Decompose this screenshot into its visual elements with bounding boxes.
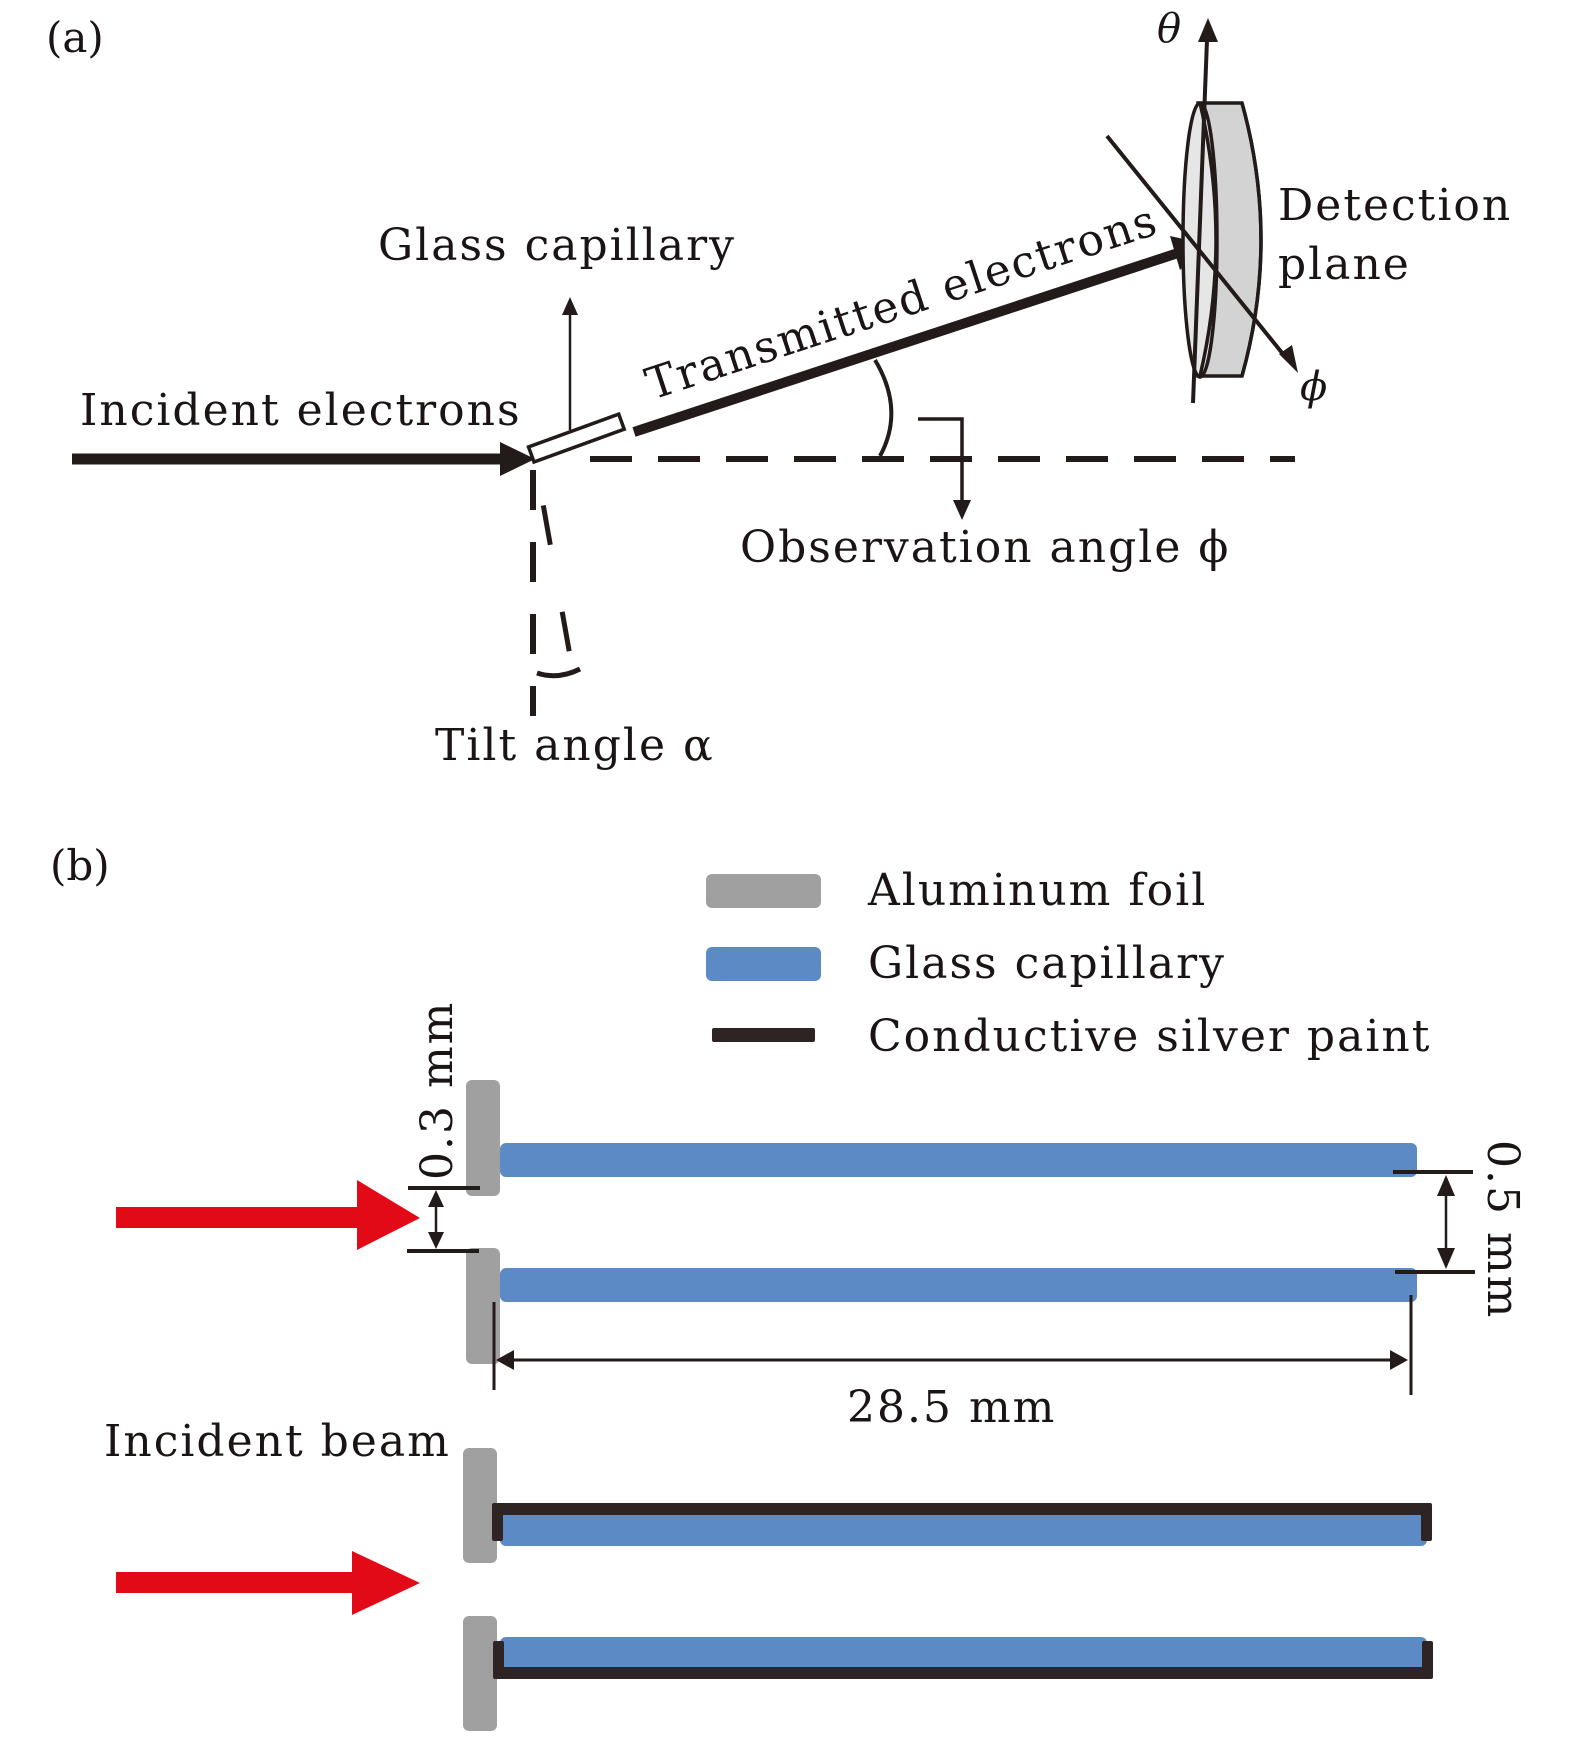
inlet-gap-label: 0.3 mm [412,1001,463,1180]
capillary-with-paint [463,1448,1433,1731]
panel-b-label: (b) [50,841,110,890]
glass-capillary-label: Glass capillary [378,220,736,271]
capillary-without-paint [466,1080,1417,1364]
glass-capillary-wall-lower-painted [500,1637,1427,1670]
legend: Aluminum foil Glass capillary Conductive… [706,865,1431,1062]
legend-label-glass-capillary: Glass capillary [868,938,1226,989]
tilt-angle-label: Tilt angle α [435,720,715,771]
observation-angle-pointer [918,417,971,520]
legend-label-silver-paint: Conductive silver paint [868,1011,1431,1062]
incident-beam-label: Incident beam [104,1416,451,1467]
inlet-gap-dimension [407,1186,480,1253]
capillary-length-dimension [492,1295,1413,1395]
legend-swatch-aluminum-foil [706,874,821,908]
phi-axis-label: ϕ [1300,364,1327,410]
detection-plane-icon [1181,101,1263,379]
incident-beam-arrow-lower [116,1551,420,1615]
bore-diameter-label: 0.5 mm [1477,1140,1528,1319]
glass-capillary-wall-upper-painted [500,1513,1427,1546]
silver-paint-upper [500,1503,1426,1515]
legend-swatch-glass-capillary [706,947,821,981]
detection-plane-label-line1: Detection [1278,180,1512,231]
detection-plane-label-line2: plane [1278,239,1411,290]
observation-angle-arc [873,358,894,457]
phi-axis [1105,134,1298,373]
panel-a-label: (a) [46,13,104,62]
incident-electrons-label: Incident electrons [80,385,522,436]
glass-capillary-pointer [562,297,578,430]
silver-paint-lower [500,1667,1426,1679]
legend-label-aluminum-foil: Aluminum foil [867,865,1207,916]
panel-b: (b) Aluminum foil Glass capillary Conduc… [50,841,1528,1731]
panel-a: (a) Incident electrons Glass capillary T… [46,6,1512,771]
capillary-sample-icon [526,411,627,465]
aluminum-foil-lower [466,1248,500,1364]
capillary-length-label: 28.5 mm [847,1382,1056,1433]
aluminum-foil-upper [466,1080,500,1196]
theta-axis-label: θ [1157,6,1181,52]
silver-paint-upper-left-cap [492,1503,503,1541]
tilt-angle-indicator [530,469,583,716]
glass-capillary-wall-lower [500,1268,1417,1302]
silver-paint-upper-right-cap [1421,1503,1432,1541]
legend-swatch-silver-paint [712,1028,815,1042]
silver-paint-lower-right-cap [1422,1641,1433,1679]
glass-capillary-wall-upper [500,1143,1417,1177]
incident-electrons-arrow [72,442,535,476]
incident-beam-arrow-upper [116,1180,420,1250]
observation-angle-label: Observation angle ϕ [740,522,1230,573]
theta-axis [1191,18,1218,404]
silver-paint-lower-left-cap [493,1641,504,1679]
bore-diameter-dimension [1393,1170,1475,1274]
aluminum-foil-upper-painted [463,1448,497,1563]
aluminum-foil-lower-painted [463,1616,497,1731]
